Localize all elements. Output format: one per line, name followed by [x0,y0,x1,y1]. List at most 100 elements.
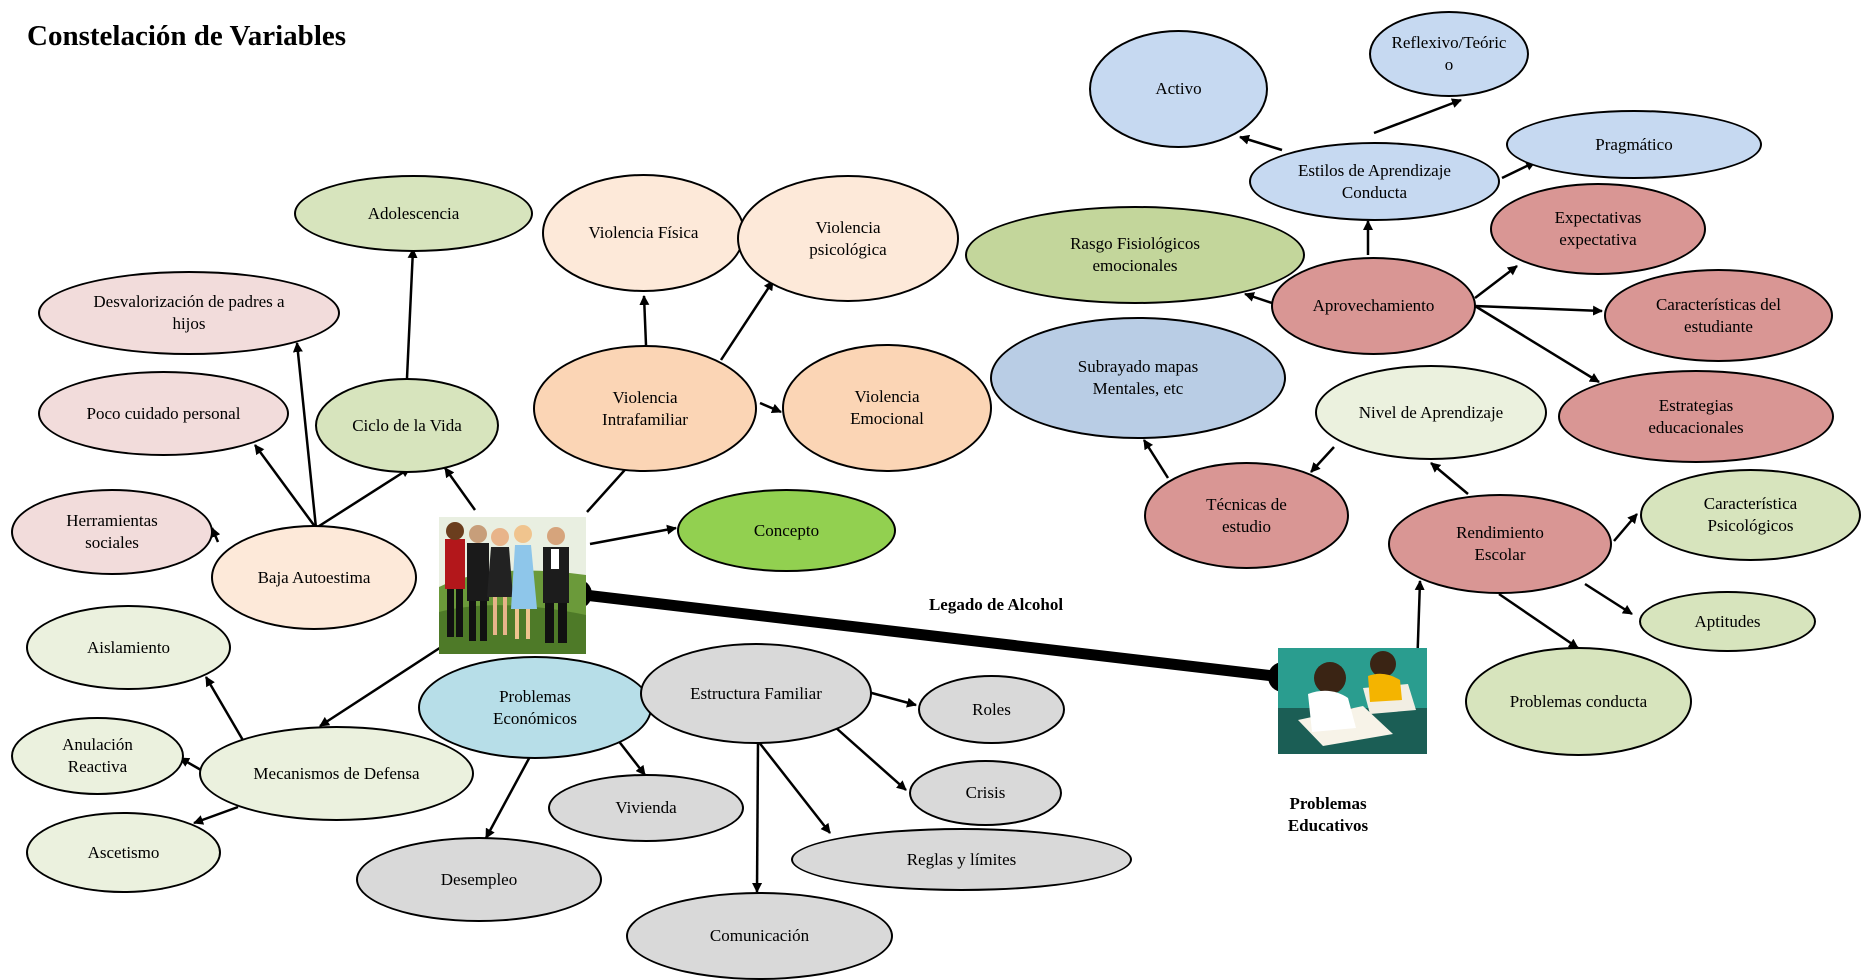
node-estrategias: Estrategias educacionales [1558,370,1834,463]
edge-mecanismos-to-ascetismo [193,805,239,825]
node-tecnicas: Técnicas de estudio [1144,462,1349,569]
node-rendimiento: Rendimiento Escolar [1388,494,1612,594]
node-rendimiento-label: Rendimiento Escolar [1456,523,1544,564]
node-violencia-emocional: Violencia Emocional [782,344,992,472]
edge-baja-autoestima-to-ciclo [315,466,411,530]
edge-estilos-to-activo [1239,134,1283,152]
edge-picture-to-ciclo [443,467,477,511]
node-desempleo: Desempleo [356,837,602,922]
node-caracteristicas-estudiante: Características del estudiante [1604,269,1833,362]
node-ascetismo: Ascetismo [26,812,221,893]
node-mecanismos-label: Mecanismos de Defensa [253,763,420,783]
page-title: Constelación de Variables [27,20,347,52]
node-problemas-conducta-label: Problemas conducta [1509,691,1648,711]
node-aptitudes-label: Aptitudes [1694,611,1761,631]
party-people-picture [439,517,586,654]
node-reflexivo-label: Reflexivo/Teóric o [1391,33,1507,74]
node-reglas-label: Reglas y límites [906,849,1017,869]
node-aislamiento-label: Aislamiento [86,637,171,657]
node-adolescencia-label: Adolescencia [367,203,460,223]
node-reflexivo: Reflexivo/Teóric o [1369,11,1529,97]
edge-violencia-to-fisica [639,295,650,346]
edge-picture-to-mecanismos [319,636,456,728]
node-vivienda-label: Vivienda [615,798,677,817]
problemas-educativos-label: Problemas Educativos [1287,794,1369,835]
edge-rendimiento-to-nivel [1430,462,1469,495]
node-problemas-conducta: Problemas conducta [1465,647,1692,756]
edge-mecanismos-to-aislamiento [204,676,246,743]
edge-baja-autoestima-to-desvalorizacion [292,342,318,529]
node-estilos: Estilos de Aprendizaje Conducta [1249,142,1500,221]
edge-rendimiento-to-aptitudes [1584,582,1633,616]
node-caracteristica-psico: Característica Psicológicos [1640,469,1861,561]
node-pragmatico: Pragmático [1506,110,1762,179]
legado-connector [575,588,1283,683]
edge-aprovechamiento-to-rasgo [1244,292,1273,305]
node-baja-autoestima-label: Baja Autoestima [257,567,371,587]
node-estructura-familiar-label: Estructura Familiar [690,683,822,703]
edge-rendimiento-to-caracteristica-psico [1613,513,1638,542]
node-crisis-label: Crisis [965,783,1006,802]
node-desvalorizacion-label: Desvalorización de padres a hijos [93,292,285,333]
node-ciclo-vida-label: Ciclo de la Vida [352,415,462,435]
node-aislamiento: Aislamiento [26,605,231,690]
node-rasgo: Rasgo Fisiológicos emocionales [965,206,1305,304]
node-concepto: Concepto [677,489,896,572]
edge-ciclo-to-adolescencia [405,248,418,379]
edge-tecnicas-to-subrayado [1142,439,1170,479]
node-adolescencia: Adolescencia [294,175,533,252]
node-nivel-aprendizaje-label: Nivel de Aprendizaje [1358,402,1504,422]
edge-nivel-to-tecnicas [1310,446,1335,473]
node-estilos-label: Estilos de Aprendizaje Conducta [1298,160,1451,202]
node-aptitudes: Aptitudes [1639,591,1816,652]
node-desempleo-label: Desempleo [440,869,518,889]
node-problemas-economicos-label: Problemas Económicos [492,686,578,728]
node-violencia-emocional-label: Violencia Emocional [850,387,924,428]
edge-aprovechamiento-to-caracteristicas [1474,304,1603,316]
edge-estructura-to-reglas [757,740,831,834]
edge-estilos-to-reflexivo [1373,98,1462,135]
node-caracteristicas-estudiante-label: Características del estudiante [1655,294,1782,336]
node-comunicacion-label: Comunicación [709,926,810,945]
node-herramientas: Herramientas sociales [11,489,213,575]
students-studying-picture [1278,648,1427,754]
node-roles: Roles [918,675,1065,744]
node-violencia-fisica: Violencia Física [542,174,745,292]
node-pragmatico-label: Pragmático [1595,134,1673,154]
edge-baja-autoestima-to-poco-cuidado [253,444,318,529]
node-reglas: Reglas y límites [791,828,1132,891]
node-poco-cuidado-label: Poco cuidado personal [86,403,241,423]
edge-estructura-to-comunicacion [752,740,763,893]
node-ascetismo-label: Ascetismo [87,842,160,862]
node-violencia-fisica-label: Violencia Física [588,223,699,242]
node-violencia-intrafamiliar: Violencia Intrafamiliar [533,345,757,472]
edge-picture-to-concepto [589,524,677,546]
node-tecnicas-label: Técnicas de estudio [1206,494,1287,536]
legado-label: Legado de Alcohol [928,595,1064,614]
node-anulacion-label: Anulación Reactiva [62,735,133,776]
node-desvalorizacion: Desvalorización de padres a hijos [38,271,340,355]
node-expectativas: Expectativas expectativa [1490,183,1706,275]
node-subrayado: Subrayado mapas Mentales, etc [990,317,1286,439]
edge-aprovechamiento-to-estrategias [1474,304,1600,384]
node-anulacion: Anulación Reactiva [11,717,184,795]
edge-problemas-economicos-to-desempleo [484,750,535,839]
node-estrategias-label: Estrategias educacionales [1648,395,1744,437]
node-baja-autoestima: Baja Autoestima [211,525,417,630]
node-violencia-intrafamiliar-label: Violencia Intrafamiliar [602,387,688,429]
edge-violencia-to-psicologica [719,280,775,361]
node-mecanismos: Mecanismos de Defensa [199,726,474,821]
edge-rendimiento-to-problemas-conducta [1498,592,1579,650]
node-problemas-economicos: Problemas Económicos [418,656,652,759]
node-poco-cuidado: Poco cuidado personal [38,371,289,456]
node-rasgo-label: Rasgo Fisiológicos emocionales [1070,234,1200,275]
node-activo-label: Activo [1155,79,1202,98]
node-estructura-familiar: Estructura Familiar [640,643,872,744]
node-concepto-label: Concepto [753,520,820,540]
node-subrayado-label: Subrayado mapas Mentales, etc [1077,357,1199,398]
node-violencia-psicologica-label: Violencia psicológica [809,217,887,259]
node-ciclo-vida: Ciclo de la Vida [315,378,499,473]
edge-estructura-to-crisis [834,726,907,791]
node-crisis: Crisis [909,760,1062,826]
node-roles-label: Roles [972,699,1011,719]
